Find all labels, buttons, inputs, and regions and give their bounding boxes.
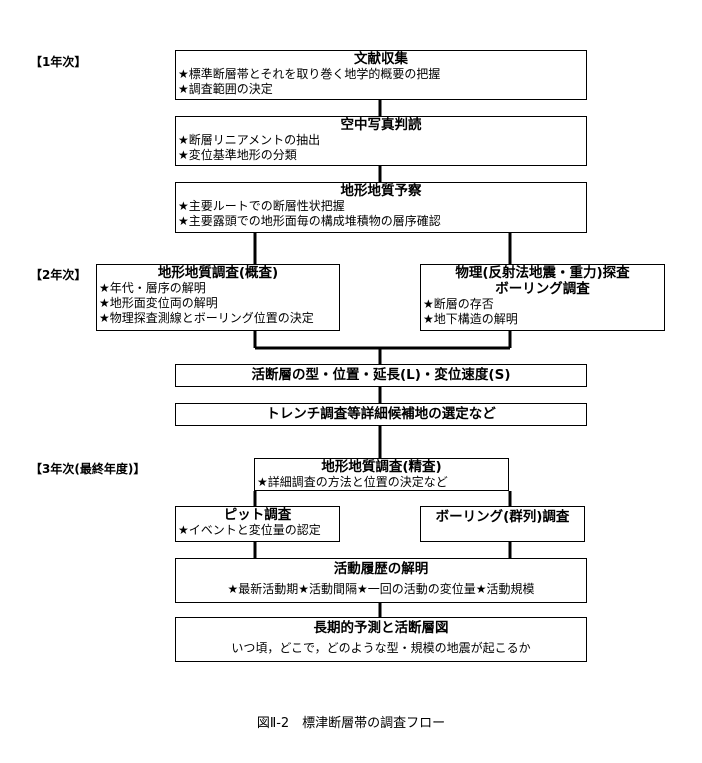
survey-outline-box: 地形地質調査(概査) ★年代・層序の解明 ★地形面変位両の解明 ★物理探査測線と… — [96, 264, 340, 331]
pit-survey-box: ピット調査 ★イベントと変位量の認定 — [175, 506, 340, 542]
aerial-line-1: ★断層リニアメントの抽出 — [178, 133, 321, 147]
aerial-line-2: ★変位基準地形の分類 — [178, 148, 297, 162]
aerial-title: 空中写真判読 — [340, 117, 422, 133]
pit-title: ピット調査 — [223, 507, 292, 523]
literature-line-1: ★標準断層帯とそれを取り巻く地学的概要の把握 — [178, 67, 441, 81]
survey-outline-line-3: ★物理探査測線とボーリング位置の決定 — [99, 311, 314, 325]
aerial-box: 空中写真判読 ★断層リニアメントの抽出 ★変位基準地形の分類 — [175, 116, 587, 166]
literature-line-2: ★調査範囲の決定 — [178, 82, 273, 96]
survey-outline-line-1: ★年代・層序の解明 — [99, 281, 206, 295]
recon-title: 地形地質予察 — [340, 183, 422, 199]
phase-label-year1: 【1年次】 — [30, 55, 87, 69]
history-line-1: ★最新活動期★活動間隔★一回の活動の変位量★活動規模 — [227, 582, 535, 596]
boring-group-box: ボーリング(群列)調査 — [420, 506, 585, 542]
prediction-line-1: いつ頃，どこで，どのような型・規模の地震が起こるか — [231, 641, 531, 655]
survey-detail-box: 地形地質調査(精査) ★詳細調査の方法と位置の決定など — [254, 458, 509, 491]
activity-history-box: 活動履歴の解明 ★最新活動期★活動間隔★一回の活動の変位量★活動規模 — [175, 558, 587, 603]
phase-label-year3: 【3年次(最終年度)】 — [30, 462, 146, 476]
survey-outline-title: 地形地質調査(概査) — [157, 265, 279, 281]
survey-outline-line-2: ★地形面変位両の解明 — [99, 296, 218, 310]
recon-line-1: ★主要ルートでの断層性状把握 — [178, 199, 345, 213]
prediction-title: 長期的予測と活断層図 — [313, 620, 449, 636]
recon-line-2: ★主要露頭での地形面毎の構成堆積物の層序確認 — [178, 214, 441, 228]
physical-exploration-box: 物理(反射法地震・重力)探査 ボーリング調査 ★断層の存否 ★地下構造の解明 — [420, 264, 665, 331]
physical-title: 物理(反射法地震・重力)探査 — [455, 265, 630, 281]
trench-select-title: トレンチ調査等詳細候補地の選定など — [266, 406, 496, 422]
physical-line-2: ★地下構造の解明 — [423, 312, 518, 326]
survey-detail-line-1: ★詳細調査の方法と位置の決定など — [257, 475, 448, 489]
pit-line-1: ★イベントと変位量の認定 — [178, 523, 321, 537]
active-fault-title: 活断層の型・位置・延長(L)・変位速度(S) — [251, 367, 511, 383]
physical-line-1: ★断層の存否 — [423, 297, 494, 311]
boring-group-title: ボーリング(群列)調査 — [435, 509, 570, 525]
literature-title: 文献収集 — [354, 51, 408, 67]
history-title: 活動履歴の解明 — [333, 561, 429, 577]
prediction-box: 長期的予測と活断層図 いつ頃，どこで，どのような型・規模の地震が起こるか — [175, 617, 587, 662]
literature-box: 文献収集 ★標準断層帯とそれを取り巻く地学的概要の把握 ★調査範囲の決定 — [175, 50, 587, 100]
physical-title-2: ボーリング調査 — [495, 281, 590, 297]
phase-label-year2: 【2年次】 — [30, 268, 87, 282]
trench-select-box: トレンチ調査等詳細候補地の選定など — [175, 403, 587, 426]
active-fault-box: 活断層の型・位置・延長(L)・変位速度(S) — [175, 364, 587, 387]
survey-detail-title: 地形地質調査(精査) — [321, 459, 442, 475]
recon-box: 地形地質予察 ★主要ルートでの断層性状把握 ★主要露頭での地形面毎の構成堆積物の… — [175, 182, 587, 233]
figure-caption: 図Ⅱ-2 標津断層帯の調査フロー — [256, 716, 446, 731]
